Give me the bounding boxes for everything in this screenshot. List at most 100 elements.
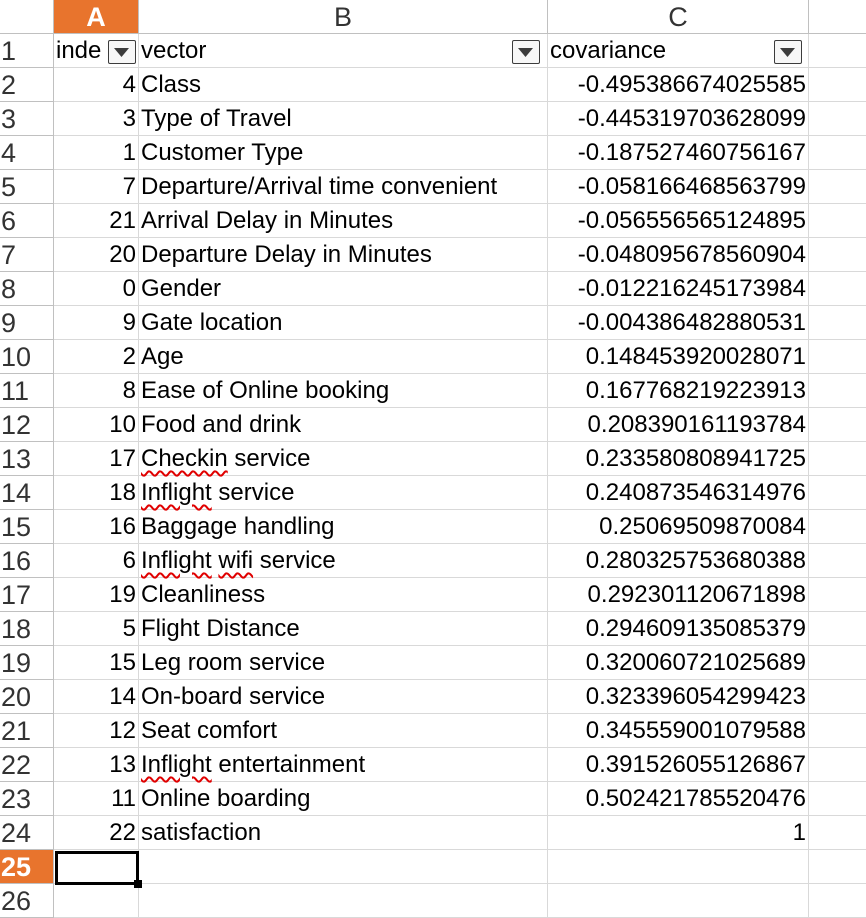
cell-vector[interactable]: Checkin service bbox=[139, 442, 548, 476]
cell-empty[interactable] bbox=[809, 68, 866, 102]
cell-vector[interactable]: Customer Type bbox=[139, 136, 548, 170]
cell-empty[interactable] bbox=[809, 850, 866, 884]
cell-index[interactable]: 0 bbox=[54, 272, 139, 306]
cell-index[interactable]: 7 bbox=[54, 170, 139, 204]
row-header[interactable]: 5 bbox=[0, 170, 54, 204]
cell-empty[interactable] bbox=[139, 884, 548, 918]
cell-covariance[interactable]: 0.320060721025689 bbox=[548, 646, 809, 680]
cell-covariance[interactable]: -0.058166468563799 bbox=[548, 170, 809, 204]
cell-empty[interactable] bbox=[809, 272, 866, 306]
cell-covariance[interactable]: -0.048095678560904 bbox=[548, 238, 809, 272]
cell-covariance[interactable]: 0.292301120671898 bbox=[548, 578, 809, 612]
cell-empty[interactable] bbox=[809, 578, 866, 612]
cell-index[interactable]: 17 bbox=[54, 442, 139, 476]
cell-index[interactable]: 14 bbox=[54, 680, 139, 714]
cell-vector[interactable]: Gate location bbox=[139, 306, 548, 340]
cell-empty[interactable] bbox=[809, 476, 866, 510]
cell-empty[interactable] bbox=[809, 442, 866, 476]
cell-empty[interactable] bbox=[809, 306, 866, 340]
cell-vector[interactable]: Departure Delay in Minutes bbox=[139, 238, 548, 272]
column-header-a[interactable]: A bbox=[54, 0, 139, 34]
cell-vector[interactable]: Ease of Online booking bbox=[139, 374, 548, 408]
cell-index[interactable]: 20 bbox=[54, 238, 139, 272]
cell-vector[interactable]: Food and drink bbox=[139, 408, 548, 442]
row-header[interactable]: 25 bbox=[0, 850, 54, 884]
cell-empty[interactable] bbox=[809, 612, 866, 646]
cell-index[interactable]: 6 bbox=[54, 544, 139, 578]
cell-covariance[interactable]: 1 bbox=[548, 816, 809, 850]
row-header[interactable]: 4 bbox=[0, 136, 54, 170]
cell-covariance[interactable]: 0.391526055126867 bbox=[548, 748, 809, 782]
row-header[interactable]: 15 bbox=[0, 510, 54, 544]
cell-vector[interactable]: Online boarding bbox=[139, 782, 548, 816]
cell-index[interactable]: 4 bbox=[54, 68, 139, 102]
cell-index[interactable]: 19 bbox=[54, 578, 139, 612]
row-header[interactable]: 26 bbox=[0, 884, 54, 918]
filter-button-index[interactable] bbox=[108, 40, 136, 64]
cell-empty[interactable] bbox=[809, 204, 866, 238]
cell-index[interactable]: 21 bbox=[54, 204, 139, 238]
cell-empty[interactable] bbox=[809, 136, 866, 170]
cell-covariance[interactable]: -0.012216245173984 bbox=[548, 272, 809, 306]
cell-index[interactable]: 3 bbox=[54, 102, 139, 136]
cell-vector[interactable]: Inflight wifi service bbox=[139, 544, 548, 578]
cell-vector[interactable]: Gender bbox=[139, 272, 548, 306]
filter-button-covariance[interactable] bbox=[774, 40, 802, 64]
cell-index[interactable]: 16 bbox=[54, 510, 139, 544]
cell-vector[interactable]: Class bbox=[139, 68, 548, 102]
cell-covariance[interactable]: -0.495386674025585 bbox=[548, 68, 809, 102]
cell-covariance[interactable]: -0.056556565124895 bbox=[548, 204, 809, 238]
row-header[interactable]: 19 bbox=[0, 646, 54, 680]
row-header[interactable]: 20 bbox=[0, 680, 54, 714]
row-header[interactable]: 16 bbox=[0, 544, 54, 578]
cell-vector[interactable]: Arrival Delay in Minutes bbox=[139, 204, 548, 238]
fill-handle[interactable] bbox=[134, 880, 142, 888]
cell-empty[interactable] bbox=[809, 170, 866, 204]
row-header[interactable]: 3 bbox=[0, 102, 54, 136]
cell-index[interactable]: 15 bbox=[54, 646, 139, 680]
cell-covariance[interactable]: 0.280325753680388 bbox=[548, 544, 809, 578]
cell-vector[interactable]: Flight Distance bbox=[139, 612, 548, 646]
cell-empty[interactable] bbox=[809, 646, 866, 680]
cell-covariance[interactable]: 0.345559001079588 bbox=[548, 714, 809, 748]
cell-empty[interactable] bbox=[139, 850, 548, 884]
column-header-c[interactable]: C bbox=[548, 0, 809, 34]
cell-empty[interactable] bbox=[809, 544, 866, 578]
cell-empty[interactable] bbox=[809, 102, 866, 136]
cell-empty[interactable] bbox=[809, 782, 866, 816]
cell-vector[interactable]: Inflight entertainment bbox=[139, 748, 548, 782]
cell-covariance[interactable]: 0.233580808941725 bbox=[548, 442, 809, 476]
row-header[interactable]: 6 bbox=[0, 204, 54, 238]
row-header[interactable]: 2 bbox=[0, 68, 54, 102]
row-header[interactable]: 1 bbox=[0, 34, 54, 68]
filter-button-vector[interactable] bbox=[512, 40, 540, 64]
row-header[interactable]: 9 bbox=[0, 306, 54, 340]
cell-empty[interactable] bbox=[548, 884, 809, 918]
cell-empty[interactable] bbox=[809, 510, 866, 544]
column-header-d[interactable] bbox=[809, 0, 866, 34]
row-header[interactable]: 14 bbox=[0, 476, 54, 510]
cell-covariance[interactable]: 0.323396054299423 bbox=[548, 680, 809, 714]
row-header[interactable]: 13 bbox=[0, 442, 54, 476]
cell-index[interactable]: 11 bbox=[54, 782, 139, 816]
cell-index[interactable]: 10 bbox=[54, 408, 139, 442]
cell-empty[interactable] bbox=[809, 816, 866, 850]
select-all-corner[interactable] bbox=[0, 0, 54, 34]
cell-covariance[interactable]: 0.148453920028071 bbox=[548, 340, 809, 374]
row-header[interactable]: 17 bbox=[0, 578, 54, 612]
cell-vector[interactable]: Inflight service bbox=[139, 476, 548, 510]
column-header-b[interactable]: B bbox=[139, 0, 548, 34]
cell-index[interactable]: 1 bbox=[54, 136, 139, 170]
cell-empty[interactable] bbox=[809, 374, 866, 408]
row-header[interactable]: 24 bbox=[0, 816, 54, 850]
cell-empty[interactable] bbox=[809, 748, 866, 782]
row-header[interactable]: 11 bbox=[0, 374, 54, 408]
cell-vector[interactable]: Seat comfort bbox=[139, 714, 548, 748]
cell-index[interactable]: 13 bbox=[54, 748, 139, 782]
cell-empty[interactable] bbox=[809, 884, 866, 918]
cell-d1[interactable] bbox=[809, 34, 866, 68]
cell-cursor[interactable] bbox=[55, 851, 139, 885]
cell-index[interactable]: 2 bbox=[54, 340, 139, 374]
cell-vector[interactable]: Baggage handling bbox=[139, 510, 548, 544]
cell-vector[interactable]: Cleanliness bbox=[139, 578, 548, 612]
